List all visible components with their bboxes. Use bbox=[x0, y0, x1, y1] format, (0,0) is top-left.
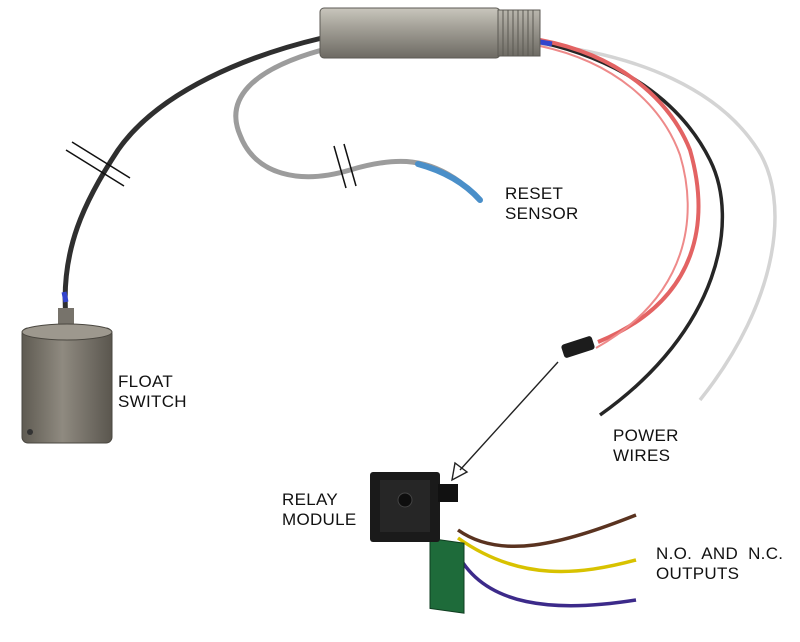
relay-connector bbox=[438, 484, 458, 502]
float-switch-body bbox=[21, 327, 113, 444]
float-switch-cable bbox=[62, 35, 325, 321]
relay-pcb bbox=[429, 537, 465, 614]
cable-break-mark bbox=[71, 141, 131, 179]
cable-break-mark bbox=[343, 143, 357, 187]
relay-module-line-1: RELAY bbox=[282, 490, 338, 509]
power-wire-red bbox=[539, 38, 701, 344]
output-wire-brown bbox=[456, 513, 637, 549]
relay-module-label: RELAY MODULE bbox=[282, 490, 357, 530]
power-wires-line-1: POWER bbox=[613, 426, 679, 445]
power-wire-white bbox=[539, 42, 777, 402]
reset-sensor-cable bbox=[233, 47, 463, 185]
power-wires-label: POWER WIRES bbox=[613, 426, 679, 466]
arrow-head bbox=[451, 461, 469, 482]
output-wire-yellow bbox=[456, 536, 637, 574]
thread-lines bbox=[502, 10, 534, 56]
float-switch-line-2: SWITCH bbox=[118, 392, 187, 411]
sensor-pipe-body bbox=[319, 7, 501, 59]
power-wire-red-2 bbox=[539, 45, 689, 349]
float-switch-top bbox=[21, 323, 113, 341]
reset-sensor-label: RESET SENSOR bbox=[505, 184, 579, 224]
output-wire-purple bbox=[452, 545, 637, 608]
connector-arrow bbox=[459, 361, 559, 471]
outputs-line-1: N.O. AND N.C. bbox=[656, 544, 784, 563]
reset-sensor-line-1: RESET bbox=[505, 184, 564, 203]
relay-knob bbox=[397, 492, 413, 508]
sensor-pipe-thread bbox=[497, 9, 541, 57]
float-switch-screw bbox=[27, 429, 33, 435]
wire-connector bbox=[561, 336, 595, 358]
float-switch-line-1: FLOAT bbox=[118, 372, 174, 391]
reset-sensor-tip bbox=[415, 161, 483, 203]
cable-blue-marker bbox=[61, 291, 69, 303]
float-switch-label: FLOAT SWITCH bbox=[118, 372, 187, 412]
relay-module-line-2: MODULE bbox=[282, 510, 357, 529]
outputs-line-2: OUTPUTS bbox=[656, 564, 740, 583]
cable-break-mark bbox=[65, 149, 125, 187]
cable-break-mark bbox=[333, 145, 347, 189]
reset-sensor-line-2: SENSOR bbox=[505, 204, 579, 223]
power-wires-line-2: WIRES bbox=[613, 446, 671, 465]
blue-marker bbox=[539, 39, 553, 47]
outputs-label: N.O. AND N.C. OUTPUTS bbox=[656, 544, 783, 584]
